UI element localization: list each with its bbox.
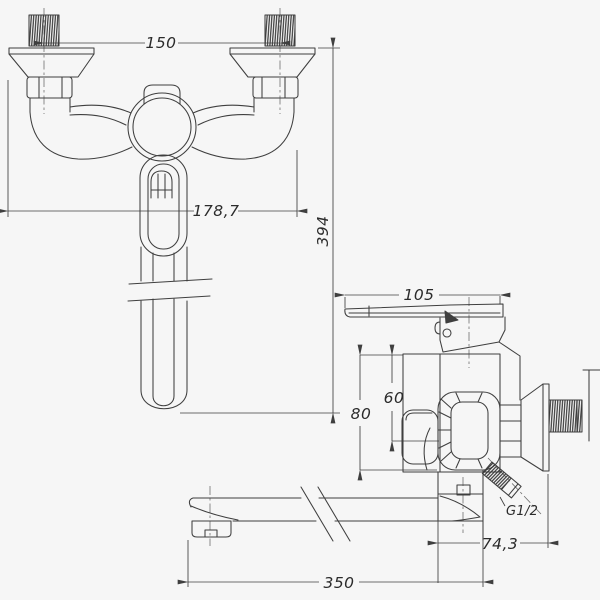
hose-cap-line	[507, 483, 519, 496]
bulge-inner-line	[405, 412, 433, 421]
handle-loop-outer	[139, 154, 188, 257]
aerator-housing	[191, 520, 232, 538]
dim-394-label: 394	[314, 215, 332, 246]
left-arm-inner	[69, 114, 127, 126]
spout-tube-lower	[140, 298, 188, 397]
flange-nut-facets	[499, 420, 522, 442]
dimension-labels: 150 178,7 394 105 60 80 74,3 350 G1/2	[145, 34, 538, 592]
hose-thread	[481, 461, 512, 491]
flange-hex-nut	[499, 404, 522, 458]
right-escutcheon	[229, 47, 316, 78]
right-arm-shank	[253, 97, 295, 113]
spout-housing	[437, 469, 484, 541]
dim-150-label: 150	[145, 34, 176, 52]
dim-350	[177, 540, 494, 587]
dim-394	[180, 37, 340, 424]
left-thread-block	[28, 14, 60, 47]
right-thread-block	[264, 14, 296, 47]
valve-body-side	[401, 353, 501, 473]
dimension-lines	[0, 37, 559, 587]
body-front-bulge	[401, 409, 439, 465]
dim-80	[357, 344, 437, 481]
handle-tip-front	[143, 84, 181, 105]
body-ring-outer	[127, 92, 197, 162]
centerlines	[43, 8, 542, 546]
spout-tube-upper	[140, 246, 188, 282]
right-wall-connector	[191, 14, 316, 160]
cartridge-inner	[450, 401, 489, 460]
left-nut-facets	[38, 76, 63, 99]
handle-pin	[150, 170, 173, 199]
dim-178-7-label: 178,7	[193, 202, 240, 220]
dim-80-label: 80	[351, 405, 372, 423]
dim-178-7	[0, 80, 308, 217]
lever-handle-side	[344, 303, 521, 401]
break-symbol-side	[300, 486, 351, 542]
handle-front	[139, 154, 188, 257]
spout-end-inner	[152, 395, 175, 407]
flange-cone	[520, 383, 544, 472]
spout-tip-curl	[188, 497, 234, 508]
handle-pin-lines	[150, 173, 173, 199]
left-arm-bottom	[29, 111, 133, 160]
hose-neck	[500, 477, 522, 499]
right-arm-inner	[197, 114, 255, 126]
break-symbol-front	[127, 278, 213, 302]
aerator-notch	[204, 529, 218, 538]
handle-loop-inner	[147, 163, 180, 250]
left-escutcheon	[8, 47, 95, 78]
handle-cap	[439, 316, 506, 353]
cartridge-spokes	[437, 392, 483, 469]
shower-hose-connector	[481, 461, 522, 499]
lever-blade	[344, 303, 504, 318]
left-arm-top	[69, 104, 132, 114]
spout-root-wedge	[439, 495, 481, 522]
right-arm-bottom	[191, 111, 295, 160]
wall-pipe-lines	[582, 369, 600, 442]
right-hex-nut	[252, 76, 299, 99]
spout-end-outer	[140, 389, 188, 410]
left-wall-connector	[8, 14, 133, 160]
handle-cap-detail	[442, 328, 452, 338]
dim-105-label: 105	[403, 286, 434, 304]
dim-105	[334, 292, 511, 308]
lever-direction-arrow	[444, 310, 459, 324]
dim-60	[389, 344, 439, 452]
dim-350-label: 350	[323, 574, 354, 592]
cartridge-outer	[437, 391, 501, 471]
spout-tip-underside	[190, 505, 239, 521]
right-nut-facets	[261, 76, 286, 99]
spout-side	[188, 469, 484, 542]
handle-cap-ear	[434, 321, 441, 335]
front-view	[8, 14, 316, 410]
thread-label-leader	[499, 496, 506, 507]
dim-74-3	[427, 474, 559, 583]
left-arm-shank	[29, 97, 71, 113]
side-view	[188, 303, 600, 542]
flange-rim	[542, 383, 550, 472]
left-hex-nut	[26, 76, 73, 99]
dim-74-3-label: 74,3	[482, 535, 519, 553]
wall-flange-side	[499, 369, 600, 472]
dim-60-label: 60	[384, 389, 405, 407]
mixer-body-front	[127, 84, 197, 162]
housing-tab	[456, 484, 471, 496]
spout-front	[127, 246, 213, 410]
right-arm-top	[192, 104, 255, 114]
cap-to-flange	[498, 341, 521, 401]
thread-size-label: G1/2	[506, 504, 538, 519]
bulge-arc-detail	[423, 427, 431, 471]
body-ring-inner	[132, 97, 192, 157]
